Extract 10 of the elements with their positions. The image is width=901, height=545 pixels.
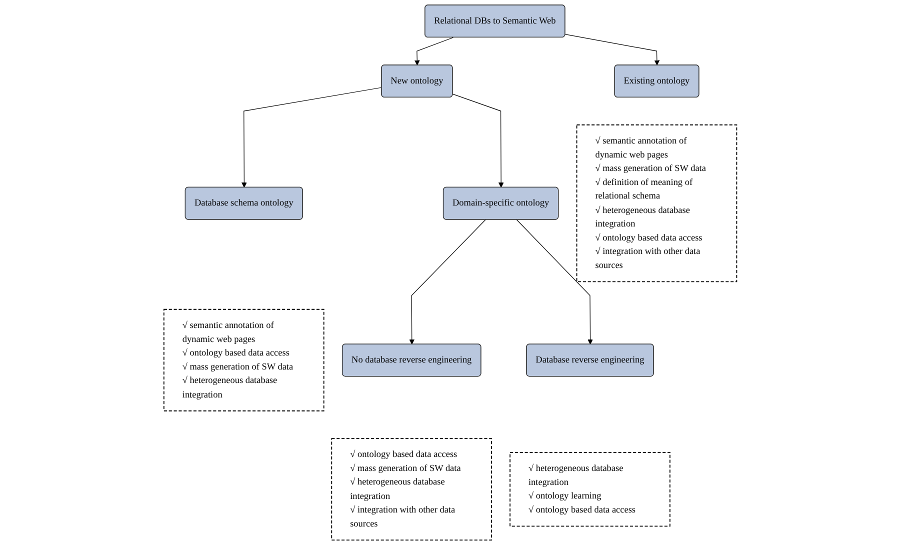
- arrow: [409, 219, 486, 345]
- node-box: √ semantic annotation of dynamic web pages √ ontology based data access √ mass generation of SW data √ heterogeneous database integration: [164, 308, 324, 412]
- node-box: √ semantic annotation of dynamic web pages √ mass generation of SW data √ definition of meaning of relational schema √ heterogeneous database integration √ ontology based data access √ integration with other data sources: [576, 124, 738, 282]
- arrow: [452, 94, 504, 188]
- node-box: √ ontology based data access √ mass generation of SW data √ heterogeneous database integration √ integration with other data sources: [331, 438, 492, 541]
- node-box: √ heterogeneous database integration √ ontology learning √ ontology based data access: [510, 452, 671, 527]
- arrow: [242, 87, 382, 188]
- arrow: [516, 219, 594, 345]
- arrow: [414, 37, 454, 66]
- arrow: [565, 34, 660, 66]
